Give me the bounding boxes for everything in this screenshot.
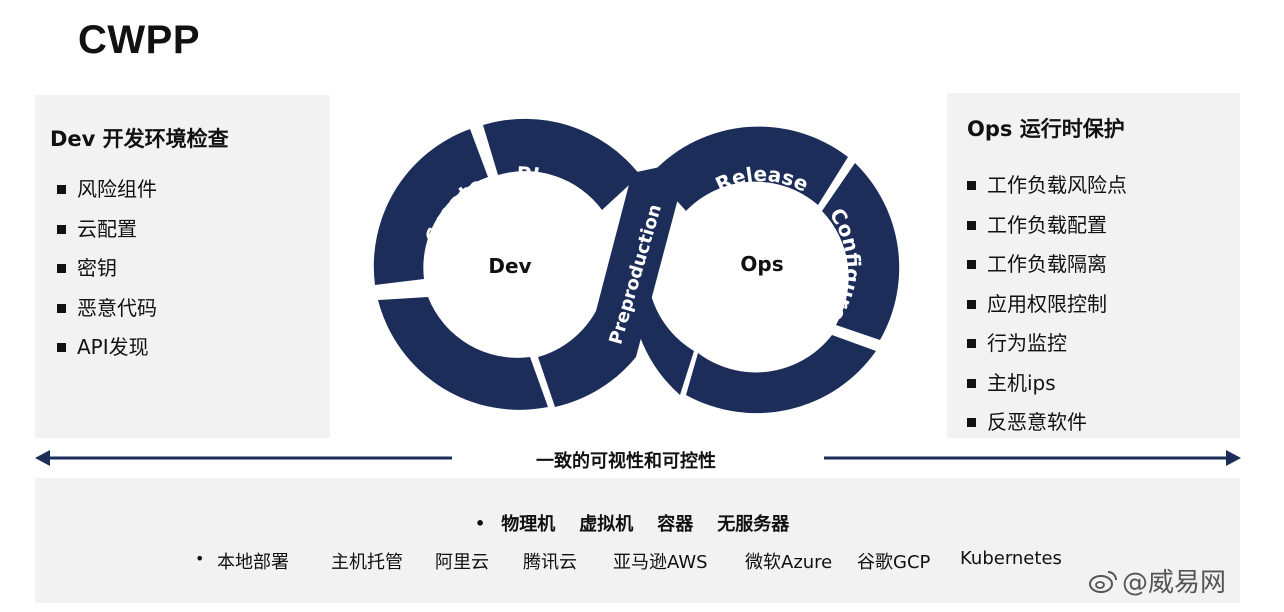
ops-center-label: Ops [740,252,783,276]
devops-loop-diagram: Plan Create Verify Preproduction Release… [373,118,900,414]
segment-preproduction [538,167,680,407]
list-item: 恶意代码 [57,294,157,334]
workload-type: 容器 [657,514,694,535]
dev-item-list: 风险组件 云配置 密钥 恶意代码 API发现 [57,175,157,373]
deployment-env: 阿里云 [435,552,489,573]
ops-panel-title: Ops 运行时保护 [967,117,1125,141]
workload-type: 虚拟机 [579,514,634,535]
segment-release [652,126,848,211]
page-title: CWPP [78,18,200,62]
square-bullet-icon [967,260,976,269]
dev-center-label: Dev [488,254,531,278]
list-item: 工作负载风险点 [967,171,1127,211]
workload-types-row: • 物理机 虚拟机 容器 无服务器 [475,510,813,536]
dev-panel-title: Dev 开发环境检查 [50,127,229,151]
list-item: 应用权限控制 [967,290,1127,330]
square-bullet-icon [57,224,66,234]
list-item: 主机ips [967,369,1127,409]
list-item: 反恶意软件 [967,408,1127,448]
square-bullet-icon [57,185,66,194]
deployment-env: 主机托管 [331,552,403,573]
list-item: 密钥 [57,254,157,294]
list-item: 风险组件 [57,175,157,215]
svg-text:Monitor: Monitor [723,325,812,360]
square-bullet-icon [57,343,66,352]
segment-label-monitor: Monitor [723,325,812,360]
workload-type: 物理机 [501,514,556,535]
ops-item-list: 工作负载风险点 工作负载配置 工作负载隔离 应用权限控制 行为监控 主机ips … [967,171,1127,448]
bullet-dot-icon: • [195,549,205,568]
square-bullet-icon [967,220,976,230]
square-bullet-icon [967,418,976,427]
deployment-env: 腾讯云 [523,552,577,573]
ops-panel: Ops 运行时保护 工作负载风险点 工作负载配置 工作负载隔离 应用权限控制 行… [947,93,1240,438]
workload-type: 无服务器 [717,514,790,535]
segment-create [373,129,488,285]
deployment-env: 本地部署 [217,552,289,573]
segment-ops-inner [638,291,694,395]
watermark-text: @威易网 [1122,568,1227,598]
segment-plan [483,118,640,210]
bullet-dot-icon: • [475,513,486,533]
segment-verify [378,297,548,410]
square-bullet-icon [57,303,66,313]
segment-monitor [686,335,876,414]
square-bullet-icon [967,339,976,348]
deployment-env: 亚马逊AWS [613,552,708,573]
watermark: @威易网 [1088,562,1226,599]
dev-panel: Dev 开发环境检查 风险组件 云配置 密钥 恶意代码 API发现 [35,95,330,438]
consistency-label: 一致的可视性和可控性 [536,451,716,472]
square-bullet-icon [57,264,66,273]
weibo-icon [1089,570,1117,593]
visibility-arrow [35,450,1241,466]
deployment-env: Kubernetes [960,548,1062,569]
deployment-env: 谷歌GCP [857,552,931,573]
list-item: 行为监控 [967,329,1127,369]
list-item: 工作负载配置 [967,211,1127,251]
arrow-left-icon [35,450,50,466]
list-item: 云配置 [57,215,157,255]
list-item: API发现 [57,333,157,373]
square-bullet-icon [967,181,976,190]
list-item: 工作负载隔离 [967,250,1127,290]
deployment-panel: • 物理机 虚拟机 容器 无服务器 • 本地部署 主机托管 阿里云 腾讯云 亚马… [35,478,1240,603]
segment-configure [822,163,900,340]
deployment-env: 微软Azure [745,552,833,573]
square-bullet-icon [967,299,976,309]
square-bullet-icon [967,378,976,388]
arrow-right-icon [1226,450,1241,466]
